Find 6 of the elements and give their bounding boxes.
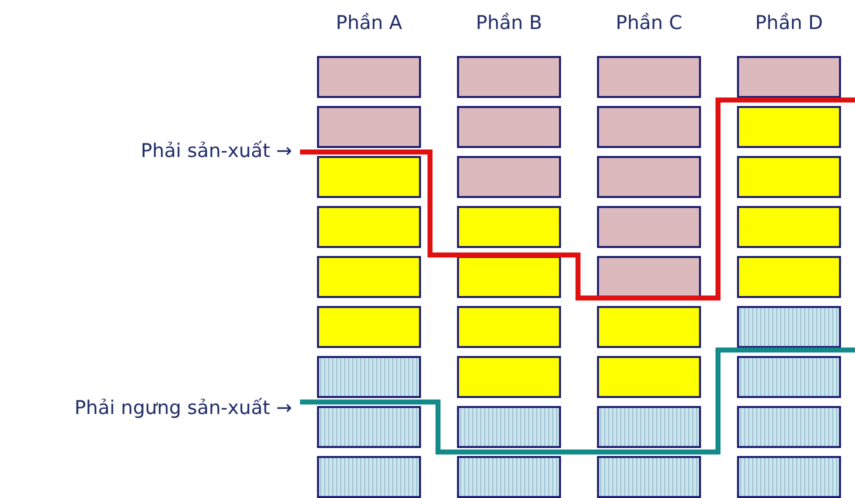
row-label: Phải ngưng sản-xuất → [74, 397, 292, 419]
column-header: Phần D [755, 12, 823, 34]
column-header: Phần A [336, 12, 402, 34]
row-label: Phải sản-xuất → [140, 140, 292, 162]
column-header: Phần B [476, 12, 542, 34]
column-header: Phần C [616, 12, 682, 34]
